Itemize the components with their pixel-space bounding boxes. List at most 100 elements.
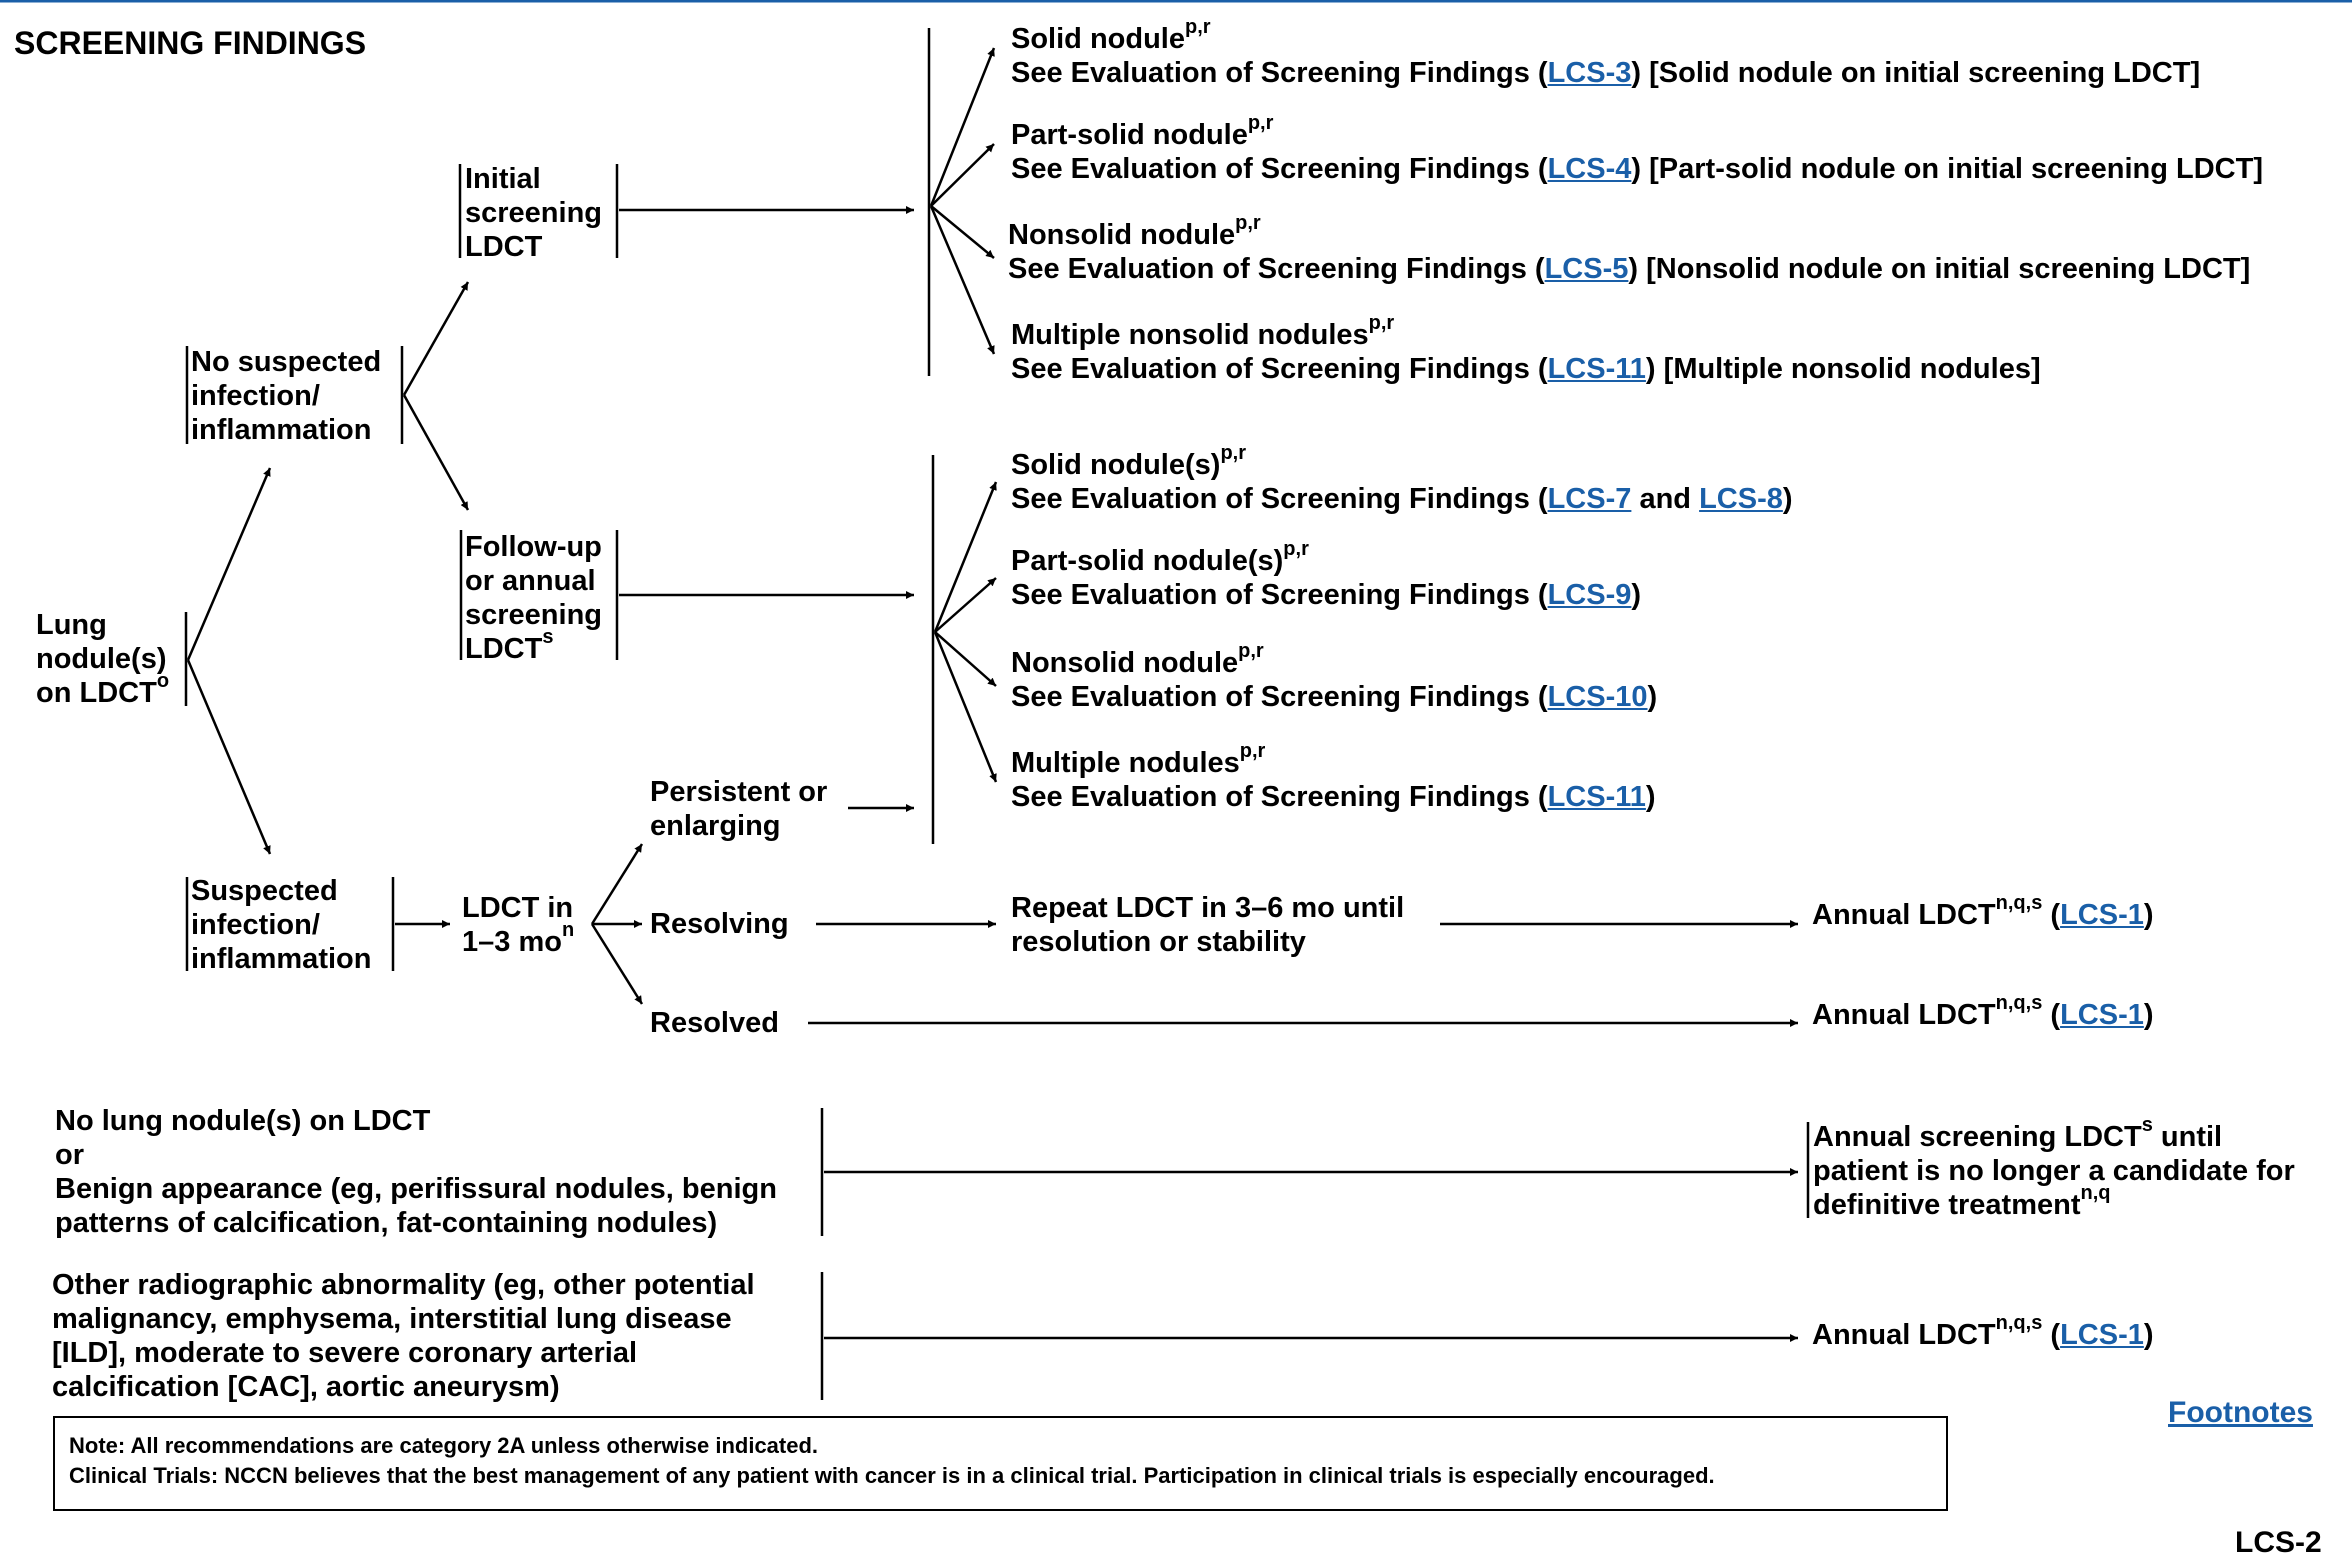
outcome-text: Annual LDCT — [1812, 999, 1996, 1031]
node-line: infection/ — [191, 380, 320, 412]
lcs-1-link[interactable]: LCS-1 — [2060, 1319, 2144, 1351]
finding-name: Part-solid nodule(s) — [1011, 545, 1284, 577]
footnotes-link[interactable]: Footnotes — [2168, 1396, 2313, 1430]
footnotes-link-text[interactable]: Footnotes — [2168, 1396, 2313, 1429]
annual-ldct-outcome: Annual LDCTn,q,s (LCS-1) — [1812, 893, 2154, 932]
paren: ) — [1647, 681, 1658, 713]
outcome-text: patient is no longer a candidate for — [1813, 1155, 2295, 1187]
node-line: screening — [465, 197, 602, 229]
finding-tail: [Solid nodule on initial screening LDCT] — [1649, 57, 2201, 89]
finding-part-solid-nodule-initial: Part-solid nodulep,r See Evaluation of S… — [1011, 113, 2263, 186]
paren: ) — [1631, 579, 1642, 611]
lcs-1-link[interactable]: LCS-1 — [2060, 999, 2144, 1031]
see-evaluation-text: See Evaluation of Screening Findings ( — [1011, 153, 1548, 185]
finding-sup: p,r — [1185, 16, 1211, 39]
paren: ( — [2050, 899, 2061, 931]
node-line: LDCT in — [462, 892, 574, 924]
finding-sup: p,r — [1239, 740, 1266, 763]
page-title: SCREENING FINDINGS — [14, 25, 367, 61]
node-line: inflammation — [191, 943, 372, 975]
page-id: LCS-2 — [2235, 1526, 2322, 1559]
lcs-9-link[interactable]: LCS-9 — [1547, 579, 1632, 611]
other-abnormality-node: Other radiographic abnormality (eg, othe… — [52, 1268, 755, 1404]
finding-solid-nodules-followup: Solid nodule(s)p,r See Evaluation of Scr… — [1011, 443, 1793, 516]
finding-sup: p,r — [1283, 538, 1309, 561]
node-line: Other radiographic abnormality (eg, othe… — [52, 1269, 755, 1301]
node-line: Suspected — [191, 875, 338, 907]
finding-sup: p,r — [1220, 442, 1246, 465]
finding-tail: [Multiple nonsolid nodules] — [1663, 353, 2041, 385]
paren: ( — [2050, 999, 2061, 1031]
node-line: malignancy, emphysema, interstitial lung… — [52, 1303, 732, 1335]
node-line: or — [55, 1139, 84, 1171]
and-text: and — [1639, 483, 1692, 515]
finding-name: Nonsolid nodule — [1008, 219, 1236, 251]
paren: ) — [1645, 781, 1656, 813]
lcs-10-link[interactable]: LCS-10 — [1547, 681, 1648, 713]
finding-name: Part-solid nodule — [1011, 119, 1248, 151]
initial-screening-node: Initial screening LDCT — [465, 162, 602, 264]
lcs-4-link[interactable]: LCS-4 — [1547, 153, 1632, 185]
finding-name: Solid nodule(s) — [1011, 449, 1221, 481]
node-line: Persistent or — [650, 776, 828, 808]
lcs-11-link[interactable]: LCS-11 — [1547, 781, 1646, 813]
node-sup: n — [561, 919, 575, 942]
root-line: Lung — [36, 609, 107, 641]
lcs-7-link[interactable]: LCS-7 — [1547, 483, 1632, 515]
outcome-text: Annual LDCT — [1812, 899, 1996, 931]
outcome-text: Annual LDCT — [1812, 1319, 1996, 1351]
node-line: 1–3 mo — [462, 926, 562, 958]
node-line: Repeat LDCT in 3–6 mo until — [1011, 892, 1405, 924]
node-line: Follow-up — [465, 531, 602, 563]
outcome-sup: n,q,s — [1995, 1312, 2043, 1335]
annual-screening-outcome: Annual screening LDCTs until patient is … — [1813, 1115, 2295, 1222]
no-nodule-benign-node: No lung nodule(s) on LDCT or Benign appe… — [55, 1104, 777, 1240]
root-line: nodule(s) — [36, 643, 167, 675]
node-line: No suspected — [191, 346, 382, 378]
node-line: Benign appearance (eg, perifissural nodu… — [55, 1173, 777, 1205]
outcome-text: definitive treatment — [1813, 1189, 2081, 1221]
finding-name: Multiple nodules — [1011, 747, 1240, 779]
lcs-5-link[interactable]: LCS-5 — [1544, 253, 1629, 285]
see-evaluation-text: See Evaluation of Screening Findings ( — [1011, 57, 1548, 89]
node-line: [ILD], moderate to severe coronary arter… — [52, 1337, 638, 1369]
paren: ) — [2143, 1319, 2154, 1351]
lcs-3-link[interactable]: LCS-3 — [1547, 57, 1632, 89]
no-suspected-infection-node: No suspected infection/ inflammation — [191, 345, 381, 447]
paren: ) — [1645, 353, 1656, 385]
paren: ( — [2050, 1319, 2061, 1351]
node-line: resolution or stability — [1011, 926, 1306, 958]
lcs-1-link[interactable]: LCS-1 — [2060, 899, 2144, 931]
root-sup: o — [156, 670, 170, 693]
suspected-infection-node: Suspected infection/ inflammation — [191, 874, 371, 976]
paren: ) — [2143, 899, 2154, 931]
root-line: on LDCT — [36, 677, 157, 709]
see-evaluation-text: See Evaluation of Screening Findings ( — [1011, 781, 1548, 813]
node-line: infection/ — [191, 909, 320, 941]
finding-tail: [Nonsolid nodule on initial screening LD… — [1646, 253, 2251, 285]
annual-ldct-outcome: Annual LDCTn,q,s (LCS-1) — [1812, 993, 2154, 1032]
finding-part-solid-nodules-followup: Part-solid nodule(s)p,r See Evaluation o… — [1011, 539, 1642, 612]
resolving-node: Resolving — [650, 908, 789, 940]
lcs-8-link[interactable]: LCS-8 — [1699, 483, 1783, 515]
note-line: Note: All recommendations are category 2… — [69, 1433, 819, 1458]
finding-solid-nodule-initial: Solid nodulep,r See Evaluation of Screen… — [1011, 17, 2201, 90]
node-sup: s — [542, 626, 554, 649]
persistent-enlarging-node: Persistent or enlarging — [650, 775, 827, 843]
annual-ldct-outcome: Annual LDCTn,q,s (LCS-1) — [1812, 1313, 2154, 1352]
finding-multiple-nodules-followup: Multiple nodulesp,r See Evaluation of Sc… — [1011, 741, 1656, 814]
finding-name: Solid nodule — [1011, 23, 1185, 55]
outcome-sup: n,q — [2080, 1182, 2111, 1205]
repeat-ldct-node: Repeat LDCT in 3–6 mo until resolution o… — [1011, 891, 1404, 959]
finding-tail: [Part-solid nodule on initial screening … — [1649, 153, 2263, 185]
resolved-node: Resolved — [650, 1007, 779, 1039]
node-line: calcification [CAC], aortic aneurysm) — [52, 1371, 560, 1403]
see-evaluation-text: See Evaluation of Screening Findings ( — [1008, 253, 1545, 285]
note-box: Note: All recommendations are category 2… — [53, 1416, 1948, 1511]
finding-sup: p,r — [1368, 312, 1395, 335]
ldct-interval-node: LDCT in 1–3 mon — [462, 891, 574, 959]
outcome-sup: n,q,s — [1995, 892, 2043, 915]
paren: ) — [1631, 153, 1642, 185]
lcs-11-link[interactable]: LCS-11 — [1547, 353, 1646, 385]
